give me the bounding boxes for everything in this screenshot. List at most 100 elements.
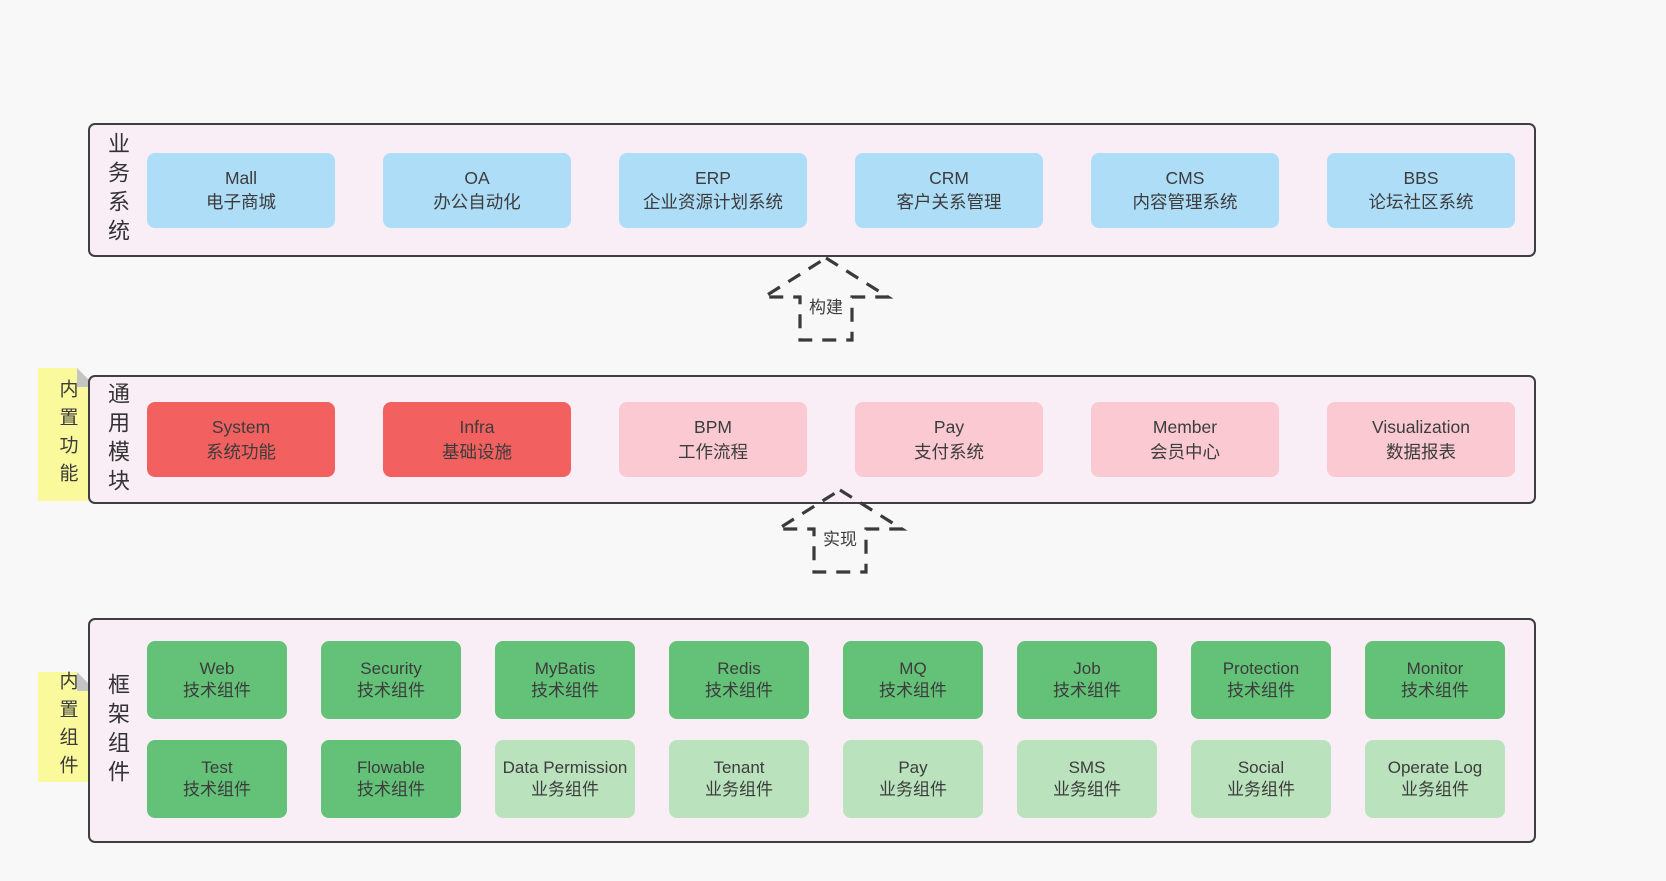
layer-common-modules: 通用模块 System 系统功能 Infra 基础设施 BPM 工作流程 Pay… xyxy=(88,375,1536,504)
box-subtitle: 技术组件 xyxy=(705,681,773,700)
arrow-label: 构建 xyxy=(756,293,896,318)
box-title: Infra xyxy=(459,417,495,438)
box-subtitle: 论坛社区系统 xyxy=(1368,192,1474,212)
sticky-note-label: 内置组件 xyxy=(56,671,78,783)
layer-framework-components: 框架组件 Web 技术组件 Security 技术组件 MyBatis 技术组件… xyxy=(88,618,1536,843)
box-subtitle: 技术组件 xyxy=(1053,681,1121,700)
box-subtitle: 技术组件 xyxy=(357,780,425,799)
box-title: Web xyxy=(199,658,235,678)
business-boxes-row: Mall 电子商城 OA 办公自动化 ERP 企业资源计划系统 CRM 客户关系… xyxy=(147,125,1515,255)
box-title: MQ xyxy=(899,658,927,678)
box-title: Tenant xyxy=(713,757,765,777)
box-title: Pay xyxy=(898,757,928,777)
box-subtitle: 电子商城 xyxy=(206,192,276,212)
box-flowable: Flowable 技术组件 xyxy=(321,740,461,818)
arrow-implement: 实现 xyxy=(770,487,910,575)
box-subtitle: 系统功能 xyxy=(206,441,276,462)
box-subtitle: 技术组件 xyxy=(183,780,251,799)
sticky-note-label: 内置功能 xyxy=(56,378,78,491)
box-title: Redis xyxy=(717,658,761,678)
box-subtitle: 内容管理系统 xyxy=(1132,192,1238,212)
box-title: OA xyxy=(464,167,490,188)
box-tenant: Tenant 业务组件 xyxy=(669,740,809,818)
box-title: Test xyxy=(201,757,233,777)
sticky-note-builtin-features: 内置功能 xyxy=(38,368,96,501)
box-title: CMS xyxy=(1165,167,1205,188)
box-title: Member xyxy=(1152,417,1218,438)
box-subtitle: 企业资源计划系统 xyxy=(643,192,783,212)
box-title: Mall xyxy=(224,167,258,188)
box-data-permission: Data Permission 业务组件 xyxy=(495,740,635,818)
box-mq: MQ 技术组件 xyxy=(843,641,983,719)
box-title: Monitor xyxy=(1406,658,1464,678)
box-subtitle: 技术组件 xyxy=(357,681,425,700)
box-subtitle: 业务组件 xyxy=(1227,780,1295,799)
box-pay: Pay 支付系统 xyxy=(855,402,1043,477)
box-bpm: BPM 工作流程 xyxy=(619,402,807,477)
box-mall: Mall 电子商城 xyxy=(147,152,335,228)
up-arrow-icon xyxy=(758,256,894,342)
box-title: Protection xyxy=(1222,658,1300,678)
box-subtitle: 技术组件 xyxy=(183,681,251,700)
box-redis: Redis 技术组件 xyxy=(669,641,809,719)
box-title: Social xyxy=(1237,757,1285,777)
box-oa: OA 办公自动化 xyxy=(383,152,571,228)
box-title: SMS xyxy=(1068,757,1106,777)
box-subtitle: 业务组件 xyxy=(1053,780,1121,799)
arrow-build: 构建 xyxy=(756,255,896,343)
box-test: Test 技术组件 xyxy=(147,740,287,818)
box-title: CRM xyxy=(929,167,969,188)
box-subtitle: 业务组件 xyxy=(879,780,947,799)
box-subtitle: 办公自动化 xyxy=(433,192,521,212)
box-subtitle: 支付系统 xyxy=(914,441,984,462)
box-subtitle: 数据报表 xyxy=(1386,441,1456,462)
box-bbs: BBS 论坛社区系统 xyxy=(1327,152,1515,228)
box-member: Member 会员中心 xyxy=(1091,402,1279,477)
box-pay-business: Pay 业务组件 xyxy=(843,740,983,818)
box-erp: ERP 企业资源计划系统 xyxy=(619,152,807,228)
framework-boxes-grid: Web 技术组件 Security 技术组件 MyBatis 技术组件 Redi… xyxy=(147,641,1505,818)
box-subtitle: 技术组件 xyxy=(1227,681,1295,700)
arrow-label: 实现 xyxy=(770,525,910,550)
box-mybatis: MyBatis 技术组件 xyxy=(495,641,635,719)
box-operate-log: Operate Log 业务组件 xyxy=(1365,740,1505,818)
layer-label: 框架组件 xyxy=(105,672,130,789)
box-sms: SMS 业务组件 xyxy=(1017,740,1157,818)
box-infra: Infra 基础设施 xyxy=(383,402,571,477)
layer-business-systems: 业务系统 Mall 电子商城 OA 办公自动化 ERP 企业资源计划系统 CRM… xyxy=(88,123,1536,257)
box-subtitle: 客户关系管理 xyxy=(896,192,1002,212)
box-title: ERP xyxy=(695,167,731,188)
box-social: Social 业务组件 xyxy=(1191,740,1331,818)
module-boxes-row: System 系统功能 Infra 基础设施 BPM 工作流程 Pay 支付系统… xyxy=(147,377,1515,502)
box-monitor: Monitor 技术组件 xyxy=(1365,641,1505,719)
box-title: Operate Log xyxy=(1387,757,1483,777)
box-subtitle: 业务组件 xyxy=(1401,780,1469,799)
box-title: MyBatis xyxy=(534,658,596,678)
box-system: System 系统功能 xyxy=(147,402,335,477)
box-web: Web 技术组件 xyxy=(147,641,287,719)
box-subtitle: 业务组件 xyxy=(531,780,599,799)
box-title: BPM xyxy=(694,417,732,438)
box-cms: CMS 内容管理系统 xyxy=(1091,152,1279,228)
box-title: Flowable xyxy=(356,757,426,777)
box-subtitle: 工作流程 xyxy=(678,441,748,462)
box-subtitle: 会员中心 xyxy=(1150,441,1220,462)
box-protection: Protection 技术组件 xyxy=(1191,641,1331,719)
sticky-note-paper xyxy=(38,368,96,501)
box-subtitle: 业务组件 xyxy=(705,780,773,799)
box-job: Job 技术组件 xyxy=(1017,641,1157,719)
layer-label: 通用模块 xyxy=(105,381,130,498)
box-title: Job xyxy=(1073,658,1101,678)
box-subtitle: 技术组件 xyxy=(1401,681,1469,700)
box-visualization: Visualization 数据报表 xyxy=(1327,402,1515,477)
layer-label: 业务系统 xyxy=(105,132,130,248)
box-title: Pay xyxy=(933,417,965,438)
box-title: Visualization xyxy=(1372,417,1470,438)
box-subtitle: 基础设施 xyxy=(442,441,512,462)
box-title: Data Permission xyxy=(502,757,628,777)
up-arrow-icon xyxy=(772,488,908,574)
box-title: System xyxy=(211,417,271,438)
box-title: Security xyxy=(360,658,422,678)
box-crm: CRM 客户关系管理 xyxy=(855,152,1043,228)
